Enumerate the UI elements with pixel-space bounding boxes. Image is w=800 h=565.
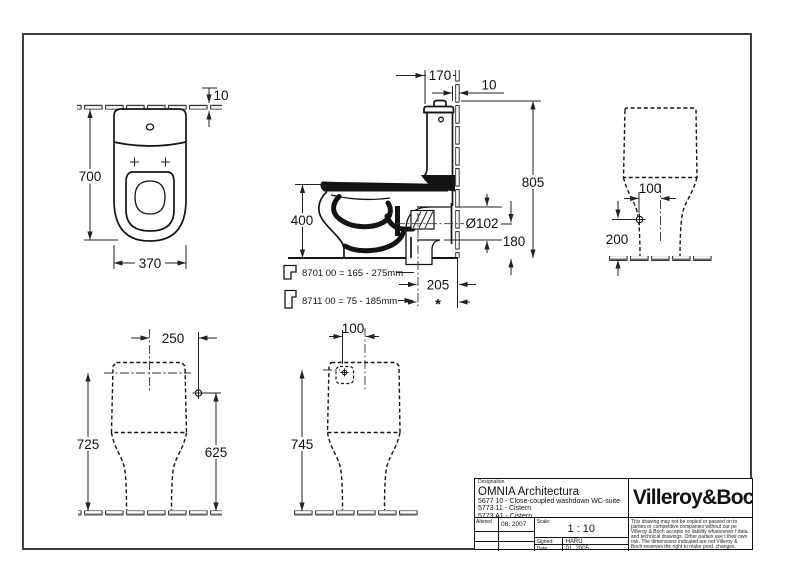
pedestal-right-dashed — [170, 432, 188, 511]
scale-label: Scale: — [536, 519, 551, 525]
inlet-marker — [340, 368, 349, 377]
dim-outlet-distance: 205 — [427, 278, 450, 293]
date-value: 01. 2005 — [565, 545, 589, 552]
altered-cell: Altered 08. 2007 — [475, 518, 534, 551]
dim-front-inlet-height: 625 — [205, 445, 228, 460]
signed-value: HARU — [565, 538, 583, 545]
floor-hatch — [292, 510, 418, 516]
brand-logo: Villeroy&Boch — [632, 486, 752, 509]
product-item-1: 5677 10 - Close-coupled washdown WC-suit… — [478, 497, 621, 505]
product-item-3: 5773 A1 - Cistern — [478, 512, 533, 517]
dim-outlet-diameter: Ø102 — [465, 216, 498, 231]
dim-plan-wall-gap: 10 — [213, 88, 228, 103]
bowl-inner-outline — [134, 180, 166, 215]
altered-value: 08. 2007 — [501, 521, 527, 528]
cistern-rear-dashed — [622, 107, 698, 179]
wc-plan-outline — [113, 108, 187, 242]
pipe-fitting-icon-8701 — [283, 264, 297, 280]
rear-view-upper: 100 200 — [606, 107, 714, 276]
signed-label: Signed: — [535, 538, 563, 545]
fitting-label-8711: 8711 00 = 75 - 185mm — [302, 296, 397, 307]
flush-bend-section — [421, 175, 455, 192]
pedestal-left-dashed — [326, 432, 344, 511]
scale-value: 1 : 10 — [567, 523, 595, 535]
pipe-fitting-icon-8711 — [284, 289, 297, 309]
bowl-section — [318, 190, 416, 258]
dim-side-cistern-depth: 170 — [429, 68, 452, 83]
dim-rear-inlet-height: 200 — [606, 232, 629, 247]
dim-plan-width: 370 — [139, 256, 162, 271]
plan-view: 10 700 370 — [75, 87, 229, 271]
dim-side-wall-gap: 10 — [481, 78, 496, 93]
flush-button — [145, 123, 155, 131]
brand-logo-cell: Villeroy&Boch — [627, 479, 752, 517]
product-item-2: 5773 11 - Cistern — [478, 505, 532, 513]
dim-rear-lower-inlet-offset: 100 — [342, 321, 365, 336]
fitting-note-1: 8701 00 = 165 - 275mm — [283, 264, 414, 280]
variable-distance-mark: * — [435, 296, 441, 313]
floor-hatch — [78, 510, 222, 516]
dim-front-height-ref: 725 — [77, 437, 100, 452]
scale-cell: Scale: 1 : 10 Signed: HARU Date: 01. 200… — [533, 518, 628, 552]
cistern-front-dashed — [110, 361, 188, 434]
dim-rear-lower-height-ref: 745 — [291, 437, 314, 452]
seat-section — [320, 181, 448, 192]
altered-label: Altered — [476, 519, 492, 525]
dim-front-inlet-offset: 250 — [162, 331, 185, 346]
signed-row: Signed: HARU — [534, 537, 628, 545]
date-row: Date: 01. 2005 — [534, 544, 628, 552]
inlet-marker — [633, 213, 646, 226]
fitting-label-8701: 8701 00 = 165 - 275mm — [302, 268, 403, 279]
seat-outline — [125, 171, 175, 232]
floor-hatch — [607, 256, 714, 261]
cistern-screw — [438, 116, 444, 123]
fitting-note-2: 8711 00 = 75 - 185mm — [284, 289, 413, 309]
pedestal-right-dashed — [383, 432, 401, 511]
product-line: OMNIA Architectura — [478, 485, 579, 498]
pedestal-right-dashed — [679, 177, 698, 257]
outlet-elbow — [396, 203, 464, 308]
wall-hatch — [77, 104, 222, 110]
drawing-frame — [22, 33, 752, 550]
inlet-marker — [192, 387, 205, 399]
cistern-rear-dashed — [326, 361, 401, 434]
disclaimer-text: This drawing may not be copied or passed… — [627, 518, 752, 551]
seat-fixing-crosses — [130, 157, 170, 167]
dim-side-bowl-height: 400 — [291, 213, 314, 228]
side-section-view: 170 10 805 400 Ø102 180 — [283, 68, 548, 313]
date-label: Date: — [535, 545, 563, 552]
dim-side-total-height: 805 — [522, 175, 545, 190]
title-block: Designation OMNIA Architectura 5677 10 -… — [474, 478, 753, 552]
cistern-plan-edge — [113, 141, 187, 147]
dim-plan-depth: 700 — [79, 169, 102, 184]
designation-label: Designation — [478, 479, 505, 485]
pedestal-left-dashed — [110, 432, 128, 511]
wall-hatch-vertical — [455, 70, 460, 258]
front-view-lower: 250 725 625 — [73, 329, 231, 516]
dim-outlet-center-height: 180 — [503, 234, 526, 249]
dim-rear-inlet-offset: 100 — [639, 181, 662, 196]
designation-cell: Designation OMNIA Architectura 5677 10 -… — [475, 479, 628, 517]
rear-view-lower: 100 745 — [287, 321, 418, 516]
